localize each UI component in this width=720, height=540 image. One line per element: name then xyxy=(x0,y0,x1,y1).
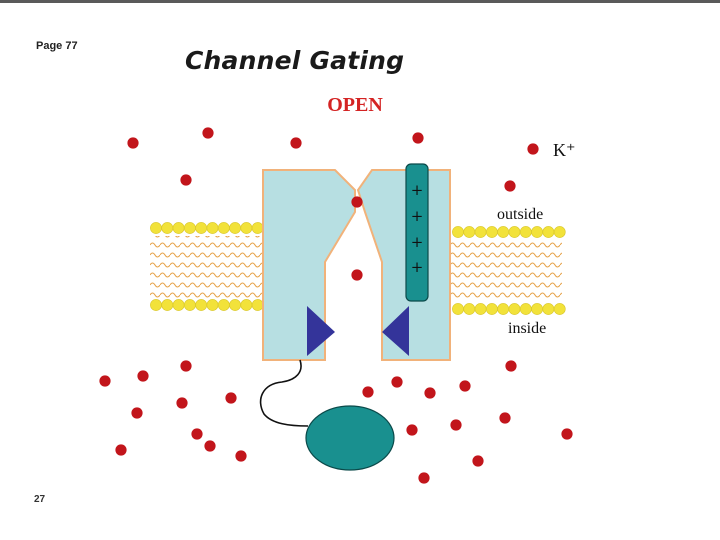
potassium-ion xyxy=(412,132,424,144)
potassium-ion xyxy=(391,376,403,388)
lipid-head xyxy=(542,226,555,238)
lipid-head xyxy=(161,299,174,311)
sensor-charge: + xyxy=(411,233,424,251)
lipid-head xyxy=(161,222,174,234)
sensor-charge: + xyxy=(411,207,424,225)
potassium-ion xyxy=(225,392,237,404)
lipid-head xyxy=(195,299,208,311)
potassium-ion xyxy=(115,444,127,456)
sensor-charge: + xyxy=(411,181,424,199)
lipid-head xyxy=(206,299,219,311)
potassium-ion xyxy=(180,174,192,186)
potassium-ion xyxy=(180,360,192,372)
potassium-ion xyxy=(351,269,363,281)
lipid-head xyxy=(172,222,185,234)
lipid-head xyxy=(519,303,532,315)
lipid-head xyxy=(452,303,464,315)
inactivation-ball xyxy=(305,405,395,471)
potassium-ion xyxy=(406,424,418,436)
lipid-head xyxy=(195,222,208,234)
potassium-ion xyxy=(202,127,214,139)
lipid-head xyxy=(217,299,230,311)
potassium-ion xyxy=(191,428,203,440)
tether-chain xyxy=(259,359,309,427)
lipid-head xyxy=(240,299,253,311)
potassium-ion xyxy=(505,360,517,372)
lipid-head xyxy=(497,226,510,238)
lipid-head xyxy=(206,222,219,234)
lipid-head xyxy=(183,222,196,234)
voltage-sensor: + + + + xyxy=(405,163,429,302)
potassium-ion xyxy=(499,412,511,424)
membrane-lipid-heads xyxy=(150,222,566,315)
lipid-head xyxy=(229,222,241,234)
lipid-head xyxy=(229,299,241,311)
lipid-head xyxy=(508,226,521,238)
membrane-tails xyxy=(150,236,562,302)
lipid-head xyxy=(251,299,264,311)
slide-number: 27 xyxy=(34,494,46,505)
lipid-head xyxy=(485,226,498,238)
lipid-head xyxy=(150,299,162,311)
lipid-head xyxy=(542,303,555,315)
inside-label: inside xyxy=(508,320,546,337)
lipid-head xyxy=(150,222,162,234)
outside-label: outside xyxy=(497,206,543,223)
potassium-ion xyxy=(504,180,516,192)
lipid-head xyxy=(217,222,230,234)
lipid-head xyxy=(519,226,532,238)
inactivation-ball-and-chain xyxy=(259,359,395,471)
potassium-ion xyxy=(204,440,216,452)
lipid-head xyxy=(183,299,196,311)
potassium-ion xyxy=(424,387,436,399)
potassium-ion xyxy=(137,370,149,382)
potassium-ions xyxy=(99,127,573,484)
lipid-head xyxy=(531,303,543,315)
potassium-ion xyxy=(362,386,374,398)
slide-title: Channel Gating xyxy=(185,46,405,75)
lipid-head xyxy=(172,299,185,311)
potassium-ion xyxy=(290,137,302,149)
gate-triangle-right xyxy=(382,306,409,356)
potassium-ion xyxy=(127,137,139,149)
potassium-ion xyxy=(472,455,484,467)
potassium-ion xyxy=(450,419,462,431)
top-rule xyxy=(0,0,720,3)
channel-left-subunit xyxy=(262,169,356,361)
lipid-head xyxy=(463,226,476,238)
lipid-head xyxy=(497,303,510,315)
gate-triangle-left xyxy=(307,306,335,356)
potassium-ion xyxy=(527,143,539,155)
potassium-ion xyxy=(176,397,188,409)
lipid-head xyxy=(474,303,487,315)
lipid-head xyxy=(474,226,487,238)
potassium-ion xyxy=(561,428,573,440)
lipid-head xyxy=(553,303,566,315)
lipid-head xyxy=(553,226,566,238)
lipid-head xyxy=(531,226,543,238)
lipid-head xyxy=(485,303,498,315)
potassium-ion xyxy=(459,380,471,392)
page-label: Page 77 xyxy=(36,40,78,52)
potassium-ion xyxy=(351,196,363,208)
potassium-ion xyxy=(99,375,111,387)
ion-legend-label: K⁺ xyxy=(553,140,576,160)
potassium-ion xyxy=(235,450,247,462)
potassium-ion xyxy=(131,407,143,419)
lipid-head xyxy=(251,222,264,234)
sensor-charge: + xyxy=(411,258,424,276)
lipid-head xyxy=(508,303,521,315)
potassium-ion xyxy=(418,472,430,484)
lipid-head xyxy=(463,303,476,315)
lipid-head xyxy=(240,222,253,234)
state-label: OPEN xyxy=(327,94,383,116)
lipid-head xyxy=(452,226,464,238)
